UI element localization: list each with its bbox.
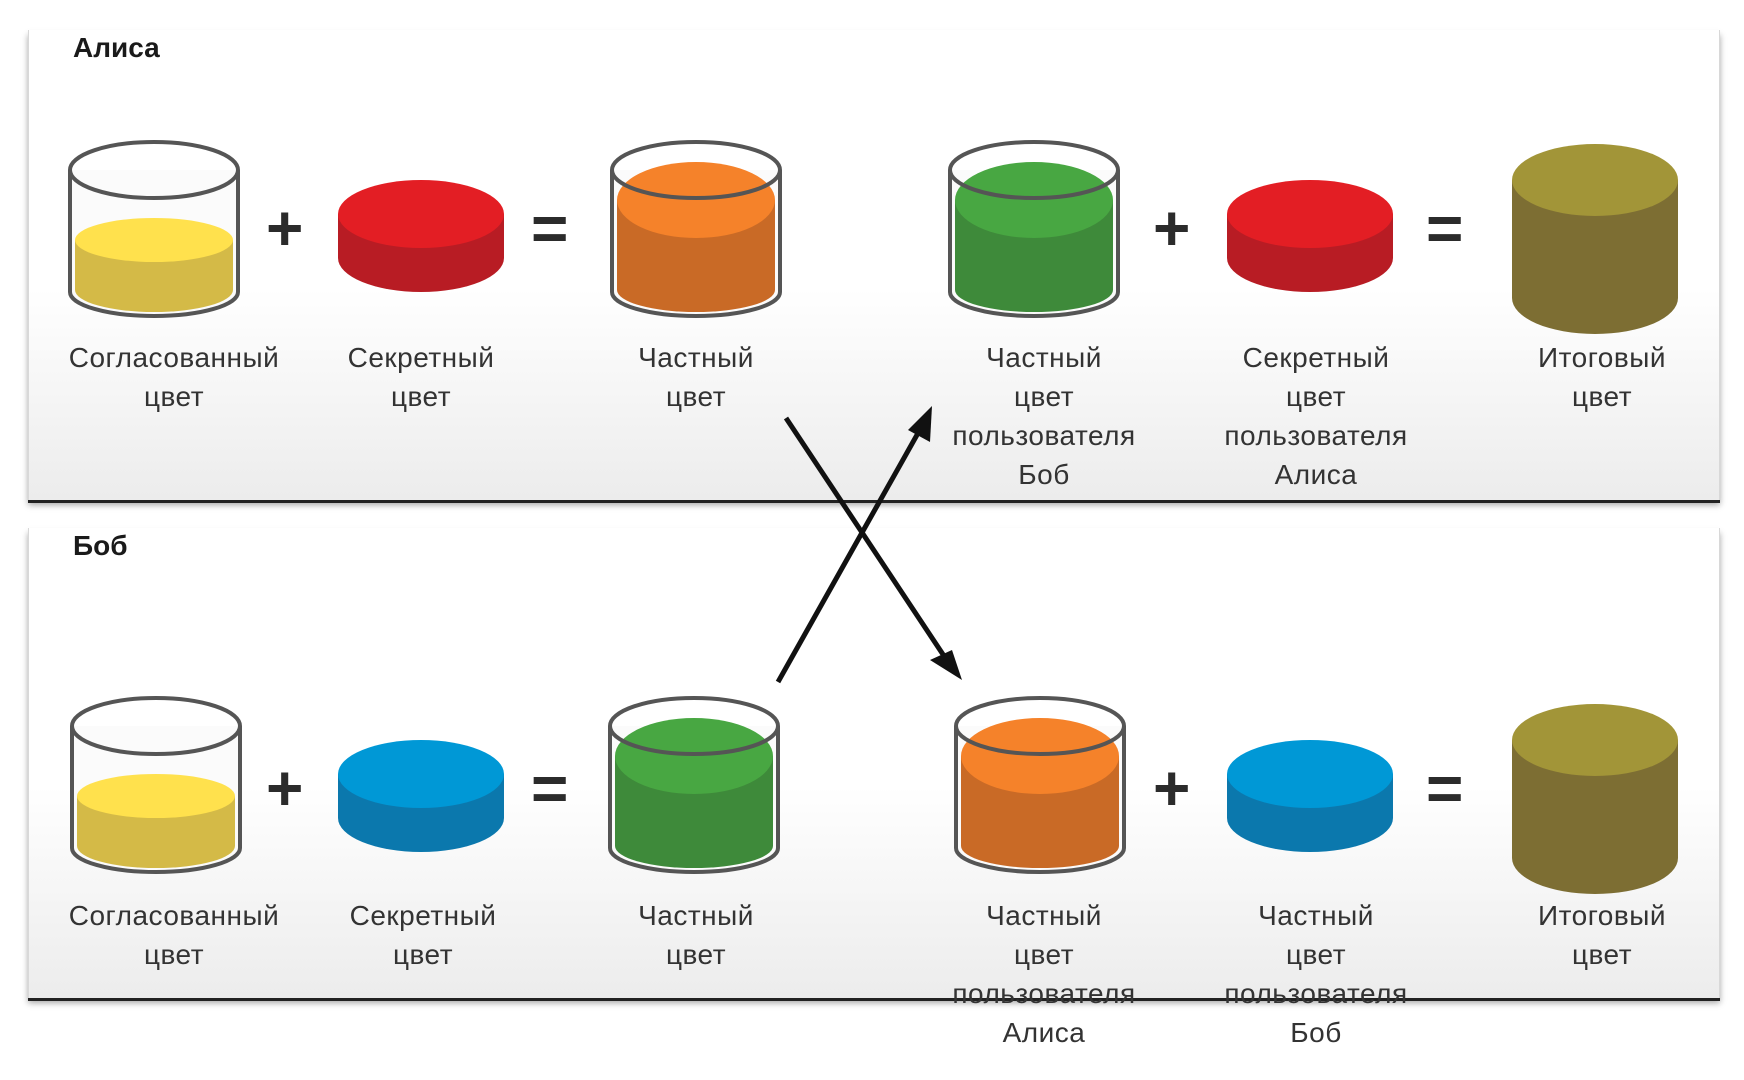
label-private-color: Частный цвет — [576, 338, 816, 416]
label-line: Частный — [638, 342, 754, 373]
label-line: Итоговый — [1537, 900, 1667, 931]
label-alice-secret-color: Секретный цвет пользователя Алиса — [1196, 338, 1436, 494]
plus-sign: + — [266, 192, 304, 264]
label-line: Секретный — [1242, 342, 1390, 373]
label-line: Частный — [1258, 900, 1374, 931]
label-line: пользователя — [952, 420, 1136, 451]
label-line: Частный — [638, 900, 754, 931]
label-agreed-color: Согласованный цвет — [54, 896, 294, 974]
alice-secret-color-disk-2 — [1227, 180, 1393, 292]
label-line: пользователя — [952, 978, 1136, 1009]
equals-sign: = — [531, 192, 569, 264]
bob-panel-title: Боб — [73, 530, 128, 561]
label-line: пользователя — [1224, 978, 1408, 1009]
arrowhead-up-icon — [908, 406, 932, 442]
label-line: цвет — [1013, 939, 1075, 970]
label-line: Частный — [986, 900, 1102, 931]
label-line: Согласованный — [68, 900, 280, 931]
label-line: цвет — [390, 381, 452, 412]
label-line: Частный — [986, 342, 1102, 373]
label-line: цвет — [665, 381, 727, 412]
bob-final-color-cylinder — [1512, 704, 1678, 894]
bob-secret-color-disk — [338, 740, 504, 852]
equals-sign: = — [1426, 752, 1464, 824]
arrow-alice-to-bob — [783, 416, 951, 664]
label-line: Итоговый — [1537, 342, 1667, 373]
label-line: цвет — [1285, 939, 1347, 970]
label-secret-color: Секретный цвет — [303, 896, 543, 974]
label-alice-private-color: Частный цвет пользователя Алиса — [924, 896, 1164, 1052]
label-line: Секретный — [349, 900, 497, 931]
label-line: Секретный — [347, 342, 495, 373]
alice-private-color-beaker-at-bob — [954, 696, 1126, 874]
agreed-color-beaker — [70, 696, 242, 874]
label-line: Боб — [1018, 459, 1070, 490]
label-final-color: Итоговый цвет — [1482, 338, 1722, 416]
alice-secret-color-disk — [338, 180, 504, 292]
label-bob-private-color: Частный цвет пользователя Боб — [924, 338, 1164, 494]
alice-final-color-cylinder — [1512, 144, 1678, 334]
bob-private-color-beaker-at-alice — [948, 140, 1120, 318]
label-agreed-color: Согласованный цвет — [54, 338, 294, 416]
bob-panel: Боб — [28, 528, 1720, 998]
label-line: пользователя — [1224, 420, 1408, 451]
arrow-bob-to-alice — [775, 424, 925, 684]
label-line: Алиса — [1274, 459, 1358, 490]
plus-sign: + — [1153, 192, 1191, 264]
label-line: цвет — [392, 939, 454, 970]
label-private-color: Частный цвет — [576, 896, 816, 974]
label-bob-private-color: Частный цвет пользователя Боб — [1196, 896, 1436, 1052]
label-line: цвет — [143, 939, 205, 970]
alice-panel: Алиса — [28, 30, 1720, 500]
label-final-color: Итоговый цвет — [1482, 896, 1722, 974]
label-line: цвет — [143, 381, 205, 412]
label-line: цвет — [1013, 381, 1075, 412]
alice-panel-title: Алиса — [73, 32, 160, 63]
label-line: цвет — [1285, 381, 1347, 412]
equals-sign: = — [1426, 192, 1464, 264]
label-line: Алиса — [1002, 1017, 1086, 1048]
label-line: цвет — [1571, 939, 1633, 970]
agreed-color-beaker — [68, 140, 240, 318]
bob-private-color-beaker — [608, 696, 780, 874]
label-line: Согласованный — [68, 342, 280, 373]
label-line: цвет — [1571, 381, 1633, 412]
alice-private-color-beaker — [610, 140, 782, 318]
plus-sign: + — [266, 752, 304, 824]
plus-sign: + — [1153, 752, 1191, 824]
arrowhead-down-icon — [930, 650, 962, 680]
equals-sign: = — [531, 752, 569, 824]
label-secret-color: Секретный цвет — [301, 338, 541, 416]
label-line: цвет — [665, 939, 727, 970]
bob-secret-color-disk-2 — [1227, 740, 1393, 852]
label-line: Боб — [1290, 1017, 1342, 1048]
